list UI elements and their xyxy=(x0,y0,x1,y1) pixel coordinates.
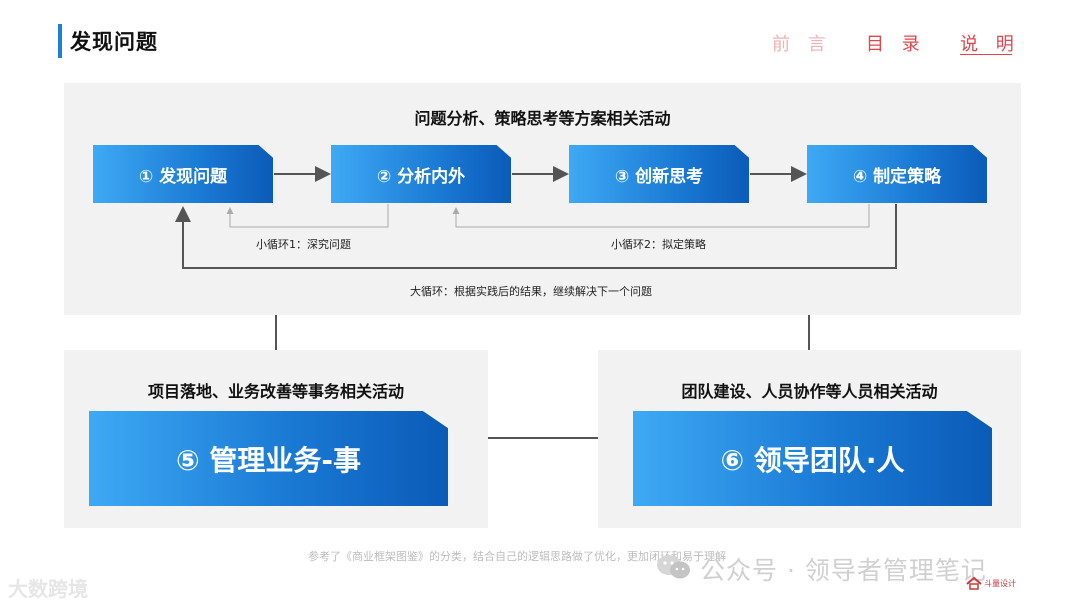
business-activities-heading: 项目落地、业务改善等事务相关活动 xyxy=(147,382,404,401)
nav-explanation[interactable]: 说 明 xyxy=(960,34,1020,55)
nav-active-underline xyxy=(960,54,1012,55)
step-analyze: ② 分析内外 xyxy=(331,145,511,203)
watermark-logo-text: 斗量设计 xyxy=(984,579,1016,588)
page-title: 发现问题 xyxy=(70,30,158,54)
small-loop-1-label: 小循环1：深究问题 xyxy=(256,238,351,251)
title-accent-bar xyxy=(58,24,62,58)
nav-contents[interactable]: 目 录 xyxy=(866,34,926,55)
footnote: 参考了《商业框架图鉴》的分类，结合自己的逻辑思路做了优化，更加闭环和易于理解 xyxy=(308,550,726,563)
people-activities-heading: 团队建设、人员协作等人员相关活动 xyxy=(681,382,938,401)
big-loop-label: 大循环：根据实践后的结果，继续解决下一个问题 xyxy=(410,285,652,298)
step-discover-problem: ① 发现问题 xyxy=(93,145,273,203)
step-innovate: ③ 创新思考 xyxy=(569,145,749,203)
nav-preface[interactable]: 前 言 xyxy=(772,34,832,55)
small-loop-2-label: 小循环2：拟定策略 xyxy=(611,238,706,251)
manage-business-box: ⑤ 管理业务-事 xyxy=(89,411,448,506)
logo-mark-icon xyxy=(966,576,982,590)
watermark-left: 大数跨境 xyxy=(8,577,88,601)
step-strategy: ④ 制定策略 xyxy=(807,145,987,203)
lead-team-box: ⑥ 领导团队·人 xyxy=(633,411,992,506)
wechat-icon xyxy=(657,555,690,579)
solution-activities-heading: 问题分析、策略思考等方案相关活动 xyxy=(414,109,671,128)
watermark-right: 公众号 · 领导者管理笔记 xyxy=(700,556,987,585)
